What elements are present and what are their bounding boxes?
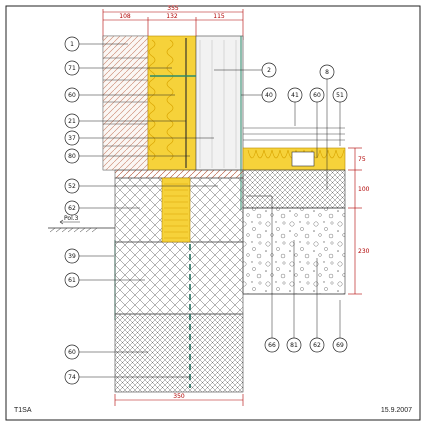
- callout-60-lower: 60: [64, 344, 148, 360]
- callout-41: 41: [287, 87, 303, 126]
- svg-text:51: 51: [336, 92, 344, 99]
- dim-segment-2: 132: [166, 13, 178, 20]
- callout-62-left: 62: [64, 200, 140, 216]
- callout-51: 51: [332, 87, 348, 146]
- callout-62-right: 62: [309, 258, 325, 353]
- dim-overall-top: 355: [167, 5, 179, 12]
- callout-80: 80: [64, 148, 190, 164]
- callout-52: 52: [64, 178, 218, 194]
- foundation: [114, 169, 244, 393]
- callout-66: 66: [246, 195, 280, 353]
- dim-right-2: 100: [358, 186, 370, 193]
- callout-74: 74: [64, 369, 190, 385]
- svg-text:41: 41: [291, 92, 299, 99]
- callout-37: 37: [64, 130, 214, 146]
- callout-1: 1: [64, 36, 128, 52]
- right-dimensions: 75 100 230: [348, 147, 370, 295]
- callout-group: 1 71 60 21 37 80 52: [64, 36, 348, 385]
- svg-text:39: 39: [68, 253, 76, 260]
- callout-2: 2: [214, 62, 277, 78]
- masonry-layer: [102, 35, 149, 171]
- svg-text:81: 81: [290, 342, 298, 349]
- svg-text:2: 2: [267, 67, 271, 74]
- svg-text:62: 62: [313, 342, 321, 349]
- svg-text:60: 60: [68, 349, 76, 356]
- svg-text:8: 8: [325, 69, 329, 76]
- callout-8: 8: [319, 64, 335, 190]
- svg-text:74: 74: [68, 374, 76, 381]
- svg-text:40: 40: [265, 92, 273, 99]
- callout-60-upper: 60: [64, 87, 175, 103]
- callout-39: 39: [64, 248, 114, 264]
- callout-71: 71: [64, 60, 172, 76]
- drawing-date: 15.9.2007: [381, 407, 412, 414]
- inner-wall: [195, 35, 244, 171]
- callout-60-right: 60: [309, 87, 325, 158]
- svg-text:52: 52: [68, 183, 76, 190]
- callout-81: 81: [286, 240, 302, 353]
- ground-level-label: Pol.3: [64, 215, 79, 222]
- svg-text:21: 21: [68, 118, 76, 125]
- callout-69: 69: [332, 300, 348, 353]
- wall-insulation: [147, 35, 197, 171]
- svg-text:66: 66: [268, 342, 276, 349]
- dim-bottom: 350: [173, 393, 185, 400]
- svg-text:71: 71: [68, 65, 76, 72]
- svg-text:69: 69: [336, 342, 344, 349]
- dim-right-1: 75: [358, 156, 366, 163]
- bottom-dimension: 350: [114, 393, 244, 406]
- dim-segment-1: 108: [119, 13, 131, 20]
- svg-text:61: 61: [68, 277, 76, 284]
- svg-text:60: 60: [68, 92, 76, 99]
- svg-text:1: 1: [70, 41, 74, 48]
- dim-right-3: 230: [358, 248, 370, 255]
- top-dimensions: 355 108 132 115: [102, 5, 244, 40]
- callout-40: 40: [241, 87, 277, 103]
- svg-text:80: 80: [68, 153, 76, 160]
- callout-21: 21: [64, 113, 186, 129]
- sheet-frame: [5, 5, 421, 421]
- callout-61-left: 61: [64, 272, 145, 288]
- svg-text:37: 37: [68, 135, 76, 142]
- drawing-code: T1SA: [14, 407, 32, 414]
- ground-line: Pol.3: [48, 215, 115, 233]
- svg-text:60: 60: [313, 92, 321, 99]
- dim-segment-3: 115: [213, 13, 225, 20]
- svg-text:62: 62: [68, 205, 76, 212]
